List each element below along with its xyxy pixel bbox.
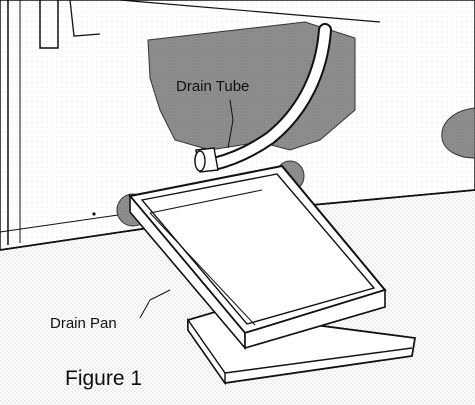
screw-dot xyxy=(92,212,95,215)
figure-caption: Figure 1 xyxy=(65,368,142,389)
drain-pan-label: Drain Pan xyxy=(50,316,117,331)
drain-tube-label: Drain Tube xyxy=(176,79,249,94)
